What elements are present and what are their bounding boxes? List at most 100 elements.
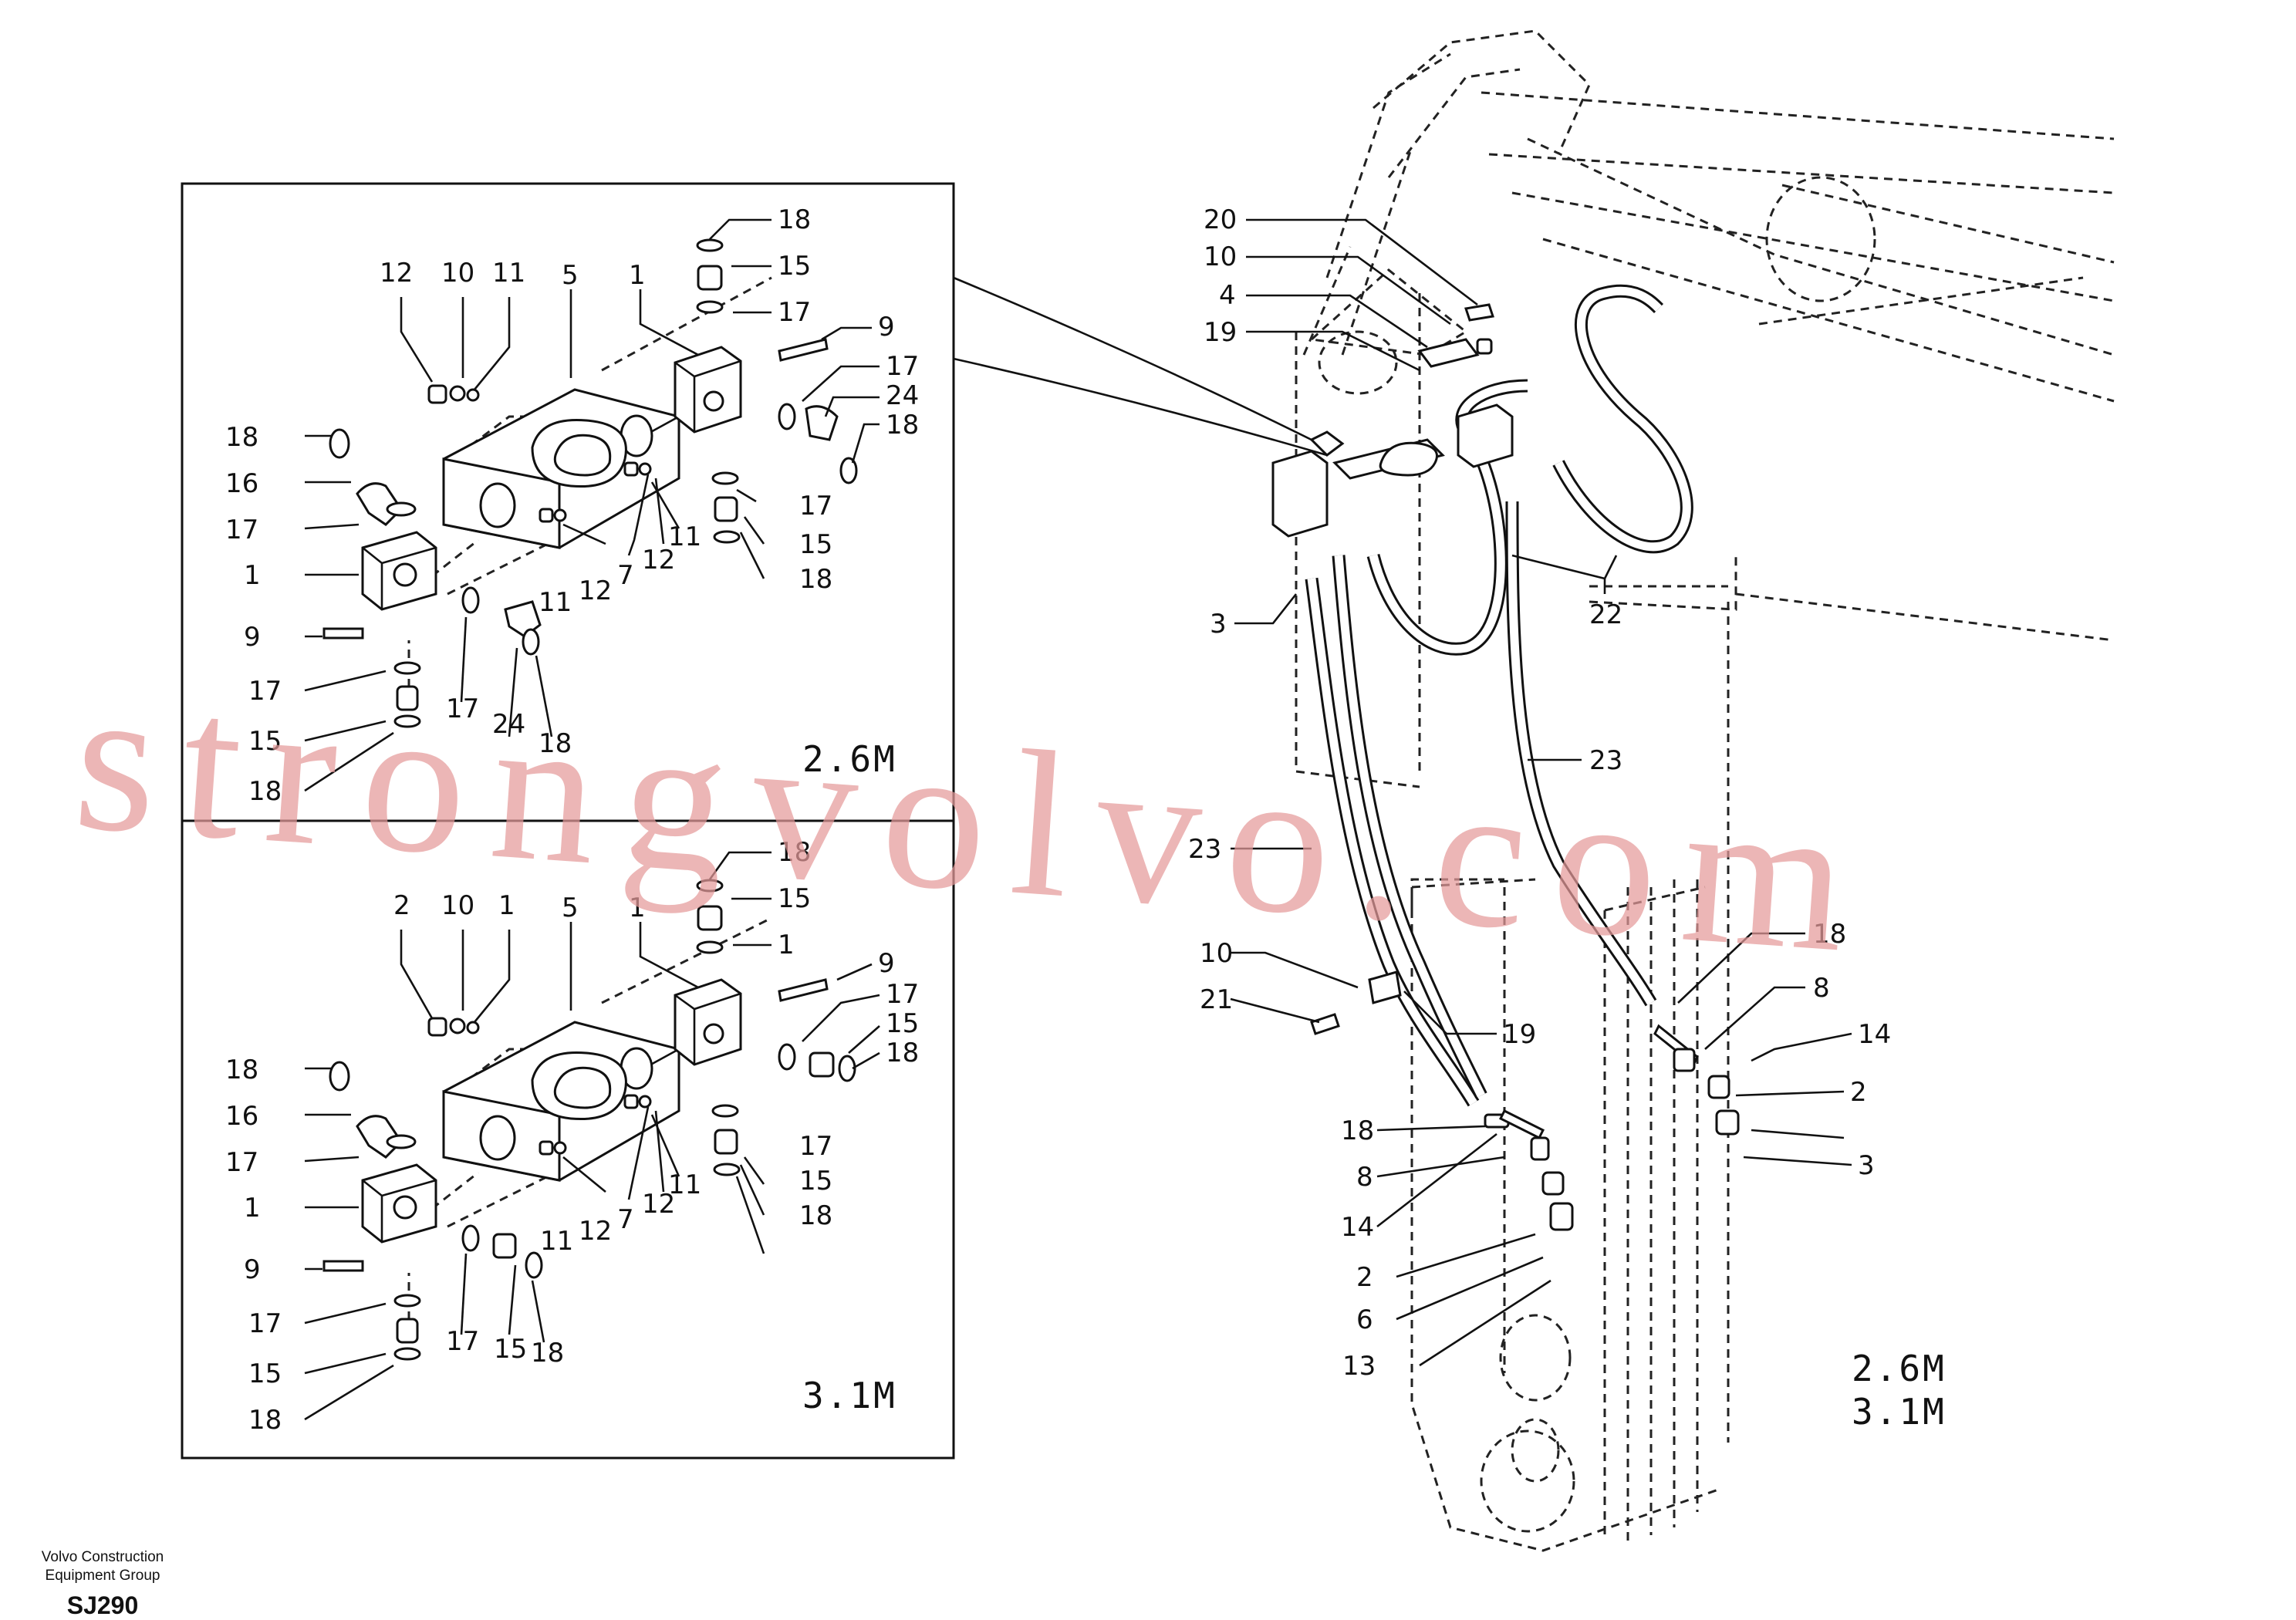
callout: 1 [629, 893, 646, 923]
callout: 1 [244, 1193, 261, 1223]
callout: 12 [579, 575, 612, 606]
callout: 8 [1813, 973, 1830, 1004]
callout: 15 [778, 883, 811, 914]
callout: 21 [1200, 984, 1233, 1015]
callout: 12 [380, 258, 413, 289]
callout: 18 [799, 564, 832, 595]
callout: 18 [1341, 1115, 1374, 1146]
callout: 15 [799, 1166, 832, 1196]
callout: 17 [799, 491, 832, 521]
callout: 17 [778, 297, 811, 328]
callout: 14 [1858, 1019, 1891, 1050]
leader-lines [304, 218, 1852, 1421]
callout: 1 [244, 560, 261, 591]
callout: 14 [1341, 1212, 1374, 1243]
callout: 16 [225, 1101, 258, 1132]
callout: 11 [540, 1226, 573, 1257]
callout: 17 [248, 676, 282, 707]
callout: 11 [668, 521, 701, 552]
callout: 18 [531, 1338, 564, 1369]
callout: 18 [248, 1405, 282, 1436]
callout: 9 [244, 622, 261, 653]
callout: 8 [1356, 1162, 1373, 1193]
callout: 12 [642, 545, 675, 575]
callout: 15 [494, 1334, 527, 1365]
callout: 24 [492, 709, 525, 740]
callout: 15 [248, 726, 282, 757]
inset-bottom-parts [322, 879, 856, 1361]
callout: 18 [225, 422, 258, 453]
callout: 12 [579, 1216, 612, 1247]
callout: 15 [886, 1008, 919, 1039]
callout: 18 [778, 837, 811, 868]
callout: 23 [1589, 745, 1622, 776]
callout: 17 [886, 979, 919, 1010]
callout: 24 [886, 380, 919, 411]
callouts-top: 18 15 17 9 17 24 18 12 10 11 5 1 18 16 1… [225, 204, 919, 807]
inset-frames [181, 182, 1328, 1460]
callout: 20 [1204, 204, 1237, 235]
callout: 19 [1204, 317, 1237, 348]
callouts-main: 20 10 4 19 3 22 23 23 10 21 19 18 8 14 2… [1188, 204, 1947, 1433]
callout: 16 [225, 468, 258, 499]
callout: 11 [668, 1169, 701, 1200]
callout: 10 [441, 258, 474, 289]
callout: 22 [1589, 599, 1622, 630]
callouts-bottom: 18 15 1 9 17 15 18 2 10 1 5 1 18 16 17 1… [225, 837, 919, 1436]
callout: 17 [225, 515, 258, 545]
callout: 17 [886, 351, 919, 382]
inset-top-parts [322, 238, 858, 728]
callout: 17 [225, 1147, 258, 1178]
callout: 15 [248, 1358, 282, 1389]
callout: 18 [799, 1200, 832, 1231]
callout: 5 [562, 260, 579, 291]
callout: 7 [617, 560, 634, 591]
callout: 18 [225, 1055, 258, 1085]
callout: 23 [1188, 834, 1221, 865]
callout: 1 [629, 260, 646, 291]
callout: 12 [642, 1189, 675, 1220]
callout: 19 [1503, 1019, 1536, 1050]
callout: 9 [878, 948, 895, 979]
company-name: Equipment Group [46, 1568, 160, 1584]
callout: 1 [498, 890, 515, 921]
callout: 18 [1813, 919, 1846, 950]
callout: 18 [778, 204, 811, 235]
watermark: strongvolvo.com [68, 642, 1879, 997]
callout: 17 [248, 1308, 282, 1339]
callout: 13 [1342, 1351, 1376, 1382]
callout: 18 [886, 1038, 919, 1068]
main-assembly [1271, 284, 1740, 1231]
callout: 17 [799, 1131, 832, 1162]
callout: 18 [248, 776, 282, 807]
inset-size-label: 3.1M [802, 1375, 897, 1416]
callout: 9 [878, 312, 895, 343]
callout: 2 [1356, 1262, 1373, 1293]
callout: 9 [244, 1254, 261, 1285]
callout: 3 [1210, 609, 1227, 640]
callout: 18 [539, 728, 572, 759]
callout: 18 [886, 410, 919, 440]
callout: 7 [617, 1204, 634, 1235]
main-size-label: 3.1M [1852, 1391, 1947, 1433]
callout: 10 [1200, 938, 1233, 969]
company-name: Volvo Construction [42, 1549, 164, 1565]
callout: 17 [446, 694, 479, 724]
callout: 4 [1219, 280, 1236, 311]
main-size-label: 2.6M [1852, 1348, 1947, 1389]
callout: 2 [393, 890, 410, 921]
callout: 11 [539, 587, 572, 618]
callout: 3 [1858, 1150, 1875, 1181]
callout: 17 [446, 1326, 479, 1357]
callout: 11 [492, 258, 525, 289]
callout: 15 [799, 529, 832, 560]
callout: 5 [562, 893, 579, 923]
callout: 1 [778, 930, 795, 960]
diagram-code: SJ290 [67, 1591, 139, 1619]
callout: 10 [441, 890, 474, 921]
callout: 10 [1204, 241, 1237, 272]
callout: 15 [778, 251, 811, 282]
footer: Volvo Construction Equipment Group SJ290 [42, 1549, 164, 1619]
callout: 2 [1850, 1077, 1867, 1108]
